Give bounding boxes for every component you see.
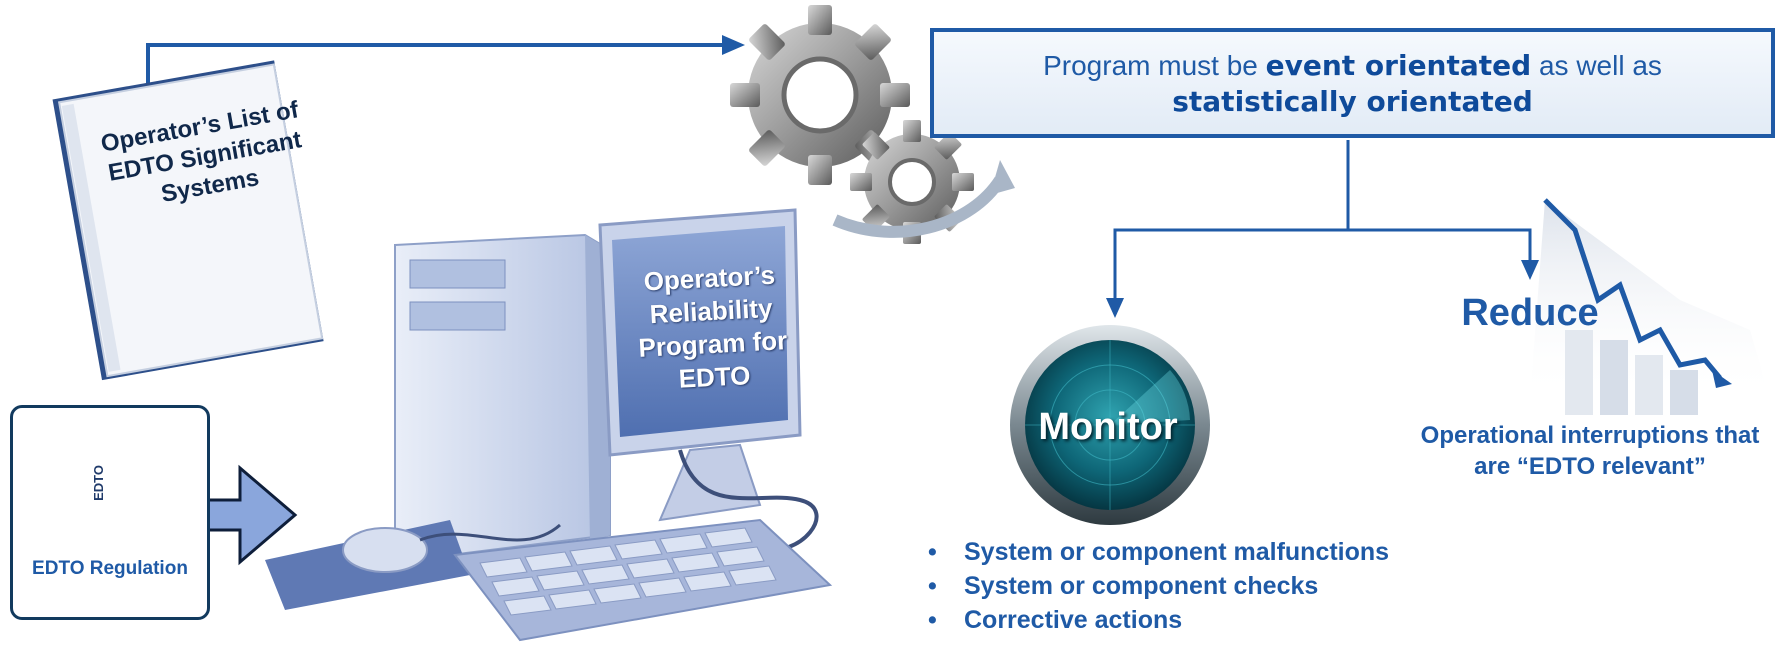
computer-icon — [265, 208, 833, 642]
program-requirement-box — [930, 28, 1775, 138]
book-icon — [52, 60, 324, 381]
computer-screen-title: Operator’s Reliability Program for EDTO — [637, 259, 788, 394]
gear-icon — [730, 5, 1015, 244]
monitor-item-text: System or component malfunctions — [964, 538, 1390, 566]
regulation-label: EDTO Regulation — [32, 558, 188, 579]
monitor-item-text: System or component checks — [964, 572, 1319, 600]
reduce-label: Reduce — [1461, 292, 1599, 334]
monitor-label: Monitor — [1038, 406, 1178, 448]
program-text-before: Program must be — [1043, 50, 1266, 81]
monitor-items-list: •System or component malfunctions •Syste… — [928, 535, 1389, 637]
program-requirement-text: Program must be event orientated as well… — [930, 48, 1775, 120]
list-item: •Corrective actions — [928, 606, 1183, 634]
program-emphasis-event: event orientated — [1265, 49, 1532, 82]
reduce-description: Operational interruptions that are “EDTO… — [1420, 422, 1760, 480]
program-connectors — [1106, 140, 1539, 318]
declining-chart-icon — [1530, 198, 1770, 415]
list-item: •System or component malfunctions — [928, 538, 1390, 566]
monitor-item-text: Corrective actions — [964, 606, 1183, 634]
program-emphasis-statistical: statistically orientated — [1172, 85, 1533, 118]
program-text-middle: as well as — [1531, 50, 1662, 81]
regulation-box — [10, 405, 210, 620]
binder-spine-label: EDTO — [91, 465, 106, 501]
monitor-dial-icon — [1010, 325, 1210, 525]
list-item: •System or component checks — [928, 572, 1319, 600]
